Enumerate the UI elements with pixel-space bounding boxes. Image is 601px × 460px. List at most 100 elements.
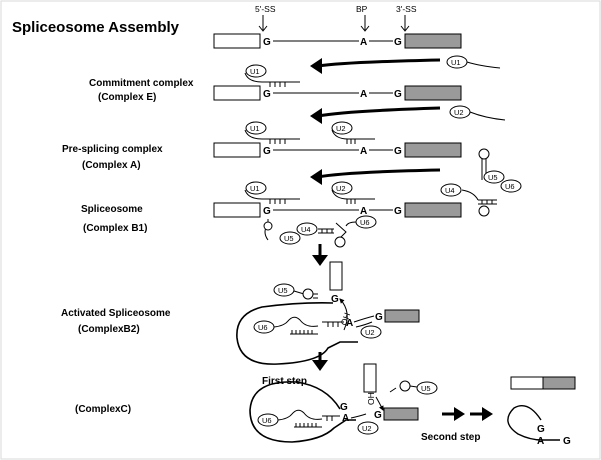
u4-u6-duplex [461,189,497,205]
three-ss-g: G [394,146,402,157]
u2-particle [331,181,353,195]
lariat-loop [249,381,356,443]
u5-particle [279,231,301,245]
base-pair-ticks [346,199,356,204]
u2-particle-label: U2 [336,124,346,133]
right-arrow-icon [482,407,493,421]
u6-snrna-fold [277,409,323,428]
branch-a: A [346,318,353,329]
stage-c-name: (ComplexC) [75,404,131,415]
u5-particle [416,381,438,395]
three-ss-g: G [394,89,402,100]
branch-a: A [360,89,367,100]
u2-particle-label: U2 [362,424,372,433]
u6-particle-label: U6 [258,323,268,332]
five-ss-g: G [263,146,271,157]
stage-b2-sub: (ComplexB2) [78,324,140,335]
u1-rna-tail [466,61,501,69]
branch-a: A [360,146,367,157]
stage-e-name: Commitment complex [89,78,194,89]
stem-loop-icon [334,236,346,248]
u1-incoming-arrowhead [310,58,322,74]
three-ss-pointer-icon [400,15,410,32]
u2-snrna-strand [331,129,375,140]
stage-a-sub: (Complex A) [82,160,141,171]
right-arrow-icon [454,407,465,421]
u6-particle-label: U6 [262,416,272,425]
u5-exon-contact [313,293,318,299]
lariat-g: G [537,424,545,435]
u2-particle [357,421,379,435]
exon-2 [384,309,420,323]
u1-particle-label: U1 [250,124,260,133]
exon-2 [404,142,462,158]
three-ss-g: G [374,410,382,421]
three-ss-g: G [394,37,402,48]
u4-particle [440,183,462,197]
exon-1-vertical [329,261,343,291]
u6-snrna-strand [345,221,357,227]
exon-1 [510,376,544,390]
u6-particle [500,179,522,193]
attack-arrow [375,396,384,411]
u1-snrna-strand [244,129,300,140]
exon-1 [213,202,261,218]
five-ss-g: G [263,89,271,100]
bp-label: BP [356,4,368,14]
u2-incoming-arrow [317,106,441,118]
u6-particle-label: U6 [505,182,515,191]
u5-particle-label: U5 [421,384,431,393]
three-ss-label: 3'-SS [396,4,417,14]
u6-particle-label: U6 [360,218,370,227]
stage-e-sub: (Complex E) [98,92,156,103]
u1-particle [245,121,267,135]
u4-particle-label: U4 [301,225,311,234]
u2-particle-label: U2 [365,328,375,337]
exon-1 [213,33,261,49]
down-arrow-icon [312,255,328,266]
u1-particle [245,181,267,195]
u4-u5-u6-tri-snrnp: U4 U5 U6 [440,148,522,217]
tri-snrnp-incoming-arrowhead [310,169,322,185]
u1-particle [245,64,267,78]
exon-1 [213,85,261,101]
u5-particle-label: U5 [488,173,498,182]
u6-snrna-fold [273,316,319,335]
base-pair-ticks [269,139,286,144]
u2-u6-pairing [322,321,344,327]
exon-1-vertical [363,363,377,393]
u2-snrna-strand [350,413,367,419]
u5-particle-label: U5 [278,286,288,295]
u1-snrna-strand [244,189,300,200]
stem-loop-icon [263,221,273,231]
base-pair-ticks [269,199,286,204]
stem-loop-icon [478,148,490,160]
attack-arrow [339,298,348,331]
u4-u6-duplex [318,222,347,241]
u2-snrna-strand [331,189,375,200]
u1-snrna-strand [244,72,300,83]
u2-particle [331,121,353,135]
u2-particle-label: U2 [454,108,464,117]
tri-snrnp-incoming-arrow [317,168,441,179]
u5-particle-label: U5 [284,234,294,243]
five-ss-g: G [331,294,339,305]
u1-incoming-arrow [317,58,441,68]
lariat-loop [507,405,560,441]
u5-particle [273,283,295,297]
u2-incoming-arrowhead [310,108,322,124]
lariat-intron: G A G [507,405,571,447]
u1-particle-label: U1 [250,67,260,76]
exon-2 [383,407,419,421]
bp-pointer-icon [360,15,370,32]
three-ss-g: G [563,436,571,447]
exon-1 [213,142,261,158]
u1-particle-label: U1 [250,184,260,193]
stage-a-name: Pre-splicing complex [62,144,163,155]
exon-2 [404,202,462,218]
bound-tri-snrnp: U5 U4 U6 [263,215,377,248]
stem-loop-icon [478,205,490,217]
stage-b1-name: Spliceosome [81,204,143,215]
u5-particle [483,170,505,184]
